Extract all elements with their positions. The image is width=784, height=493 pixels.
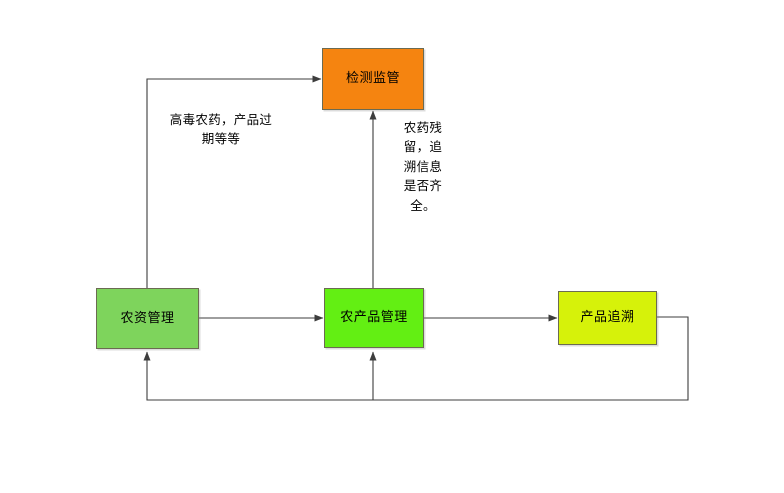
edge-agri-inputs-to-inspection — [146, 75, 322, 288]
node-inspection[interactable]: 检测监管 — [322, 48, 424, 110]
edge-label-pesticide-issues: 高毒农药，产品过 期等等 — [169, 112, 273, 147]
node-traceability[interactable]: 产品追溯 — [558, 291, 657, 345]
node-agri-inputs-label: 农资管理 — [120, 310, 175, 326]
node-inspection-label: 检测监管 — [345, 71, 400, 87]
node-traceability-label: 产品追溯 — [580, 310, 635, 326]
node-agri-inputs[interactable]: 农资管理 — [96, 288, 199, 349]
node-agri-products[interactable]: 农产品管理 — [324, 288, 424, 348]
edge-traceability-to-agri-inputs-feedback — [143, 316, 689, 401]
node-agri-products-label: 农产品管理 — [340, 310, 408, 326]
edge-label-residue-check: 农药残 留，追 溯信息 是否齐 全。 — [403, 120, 443, 213]
